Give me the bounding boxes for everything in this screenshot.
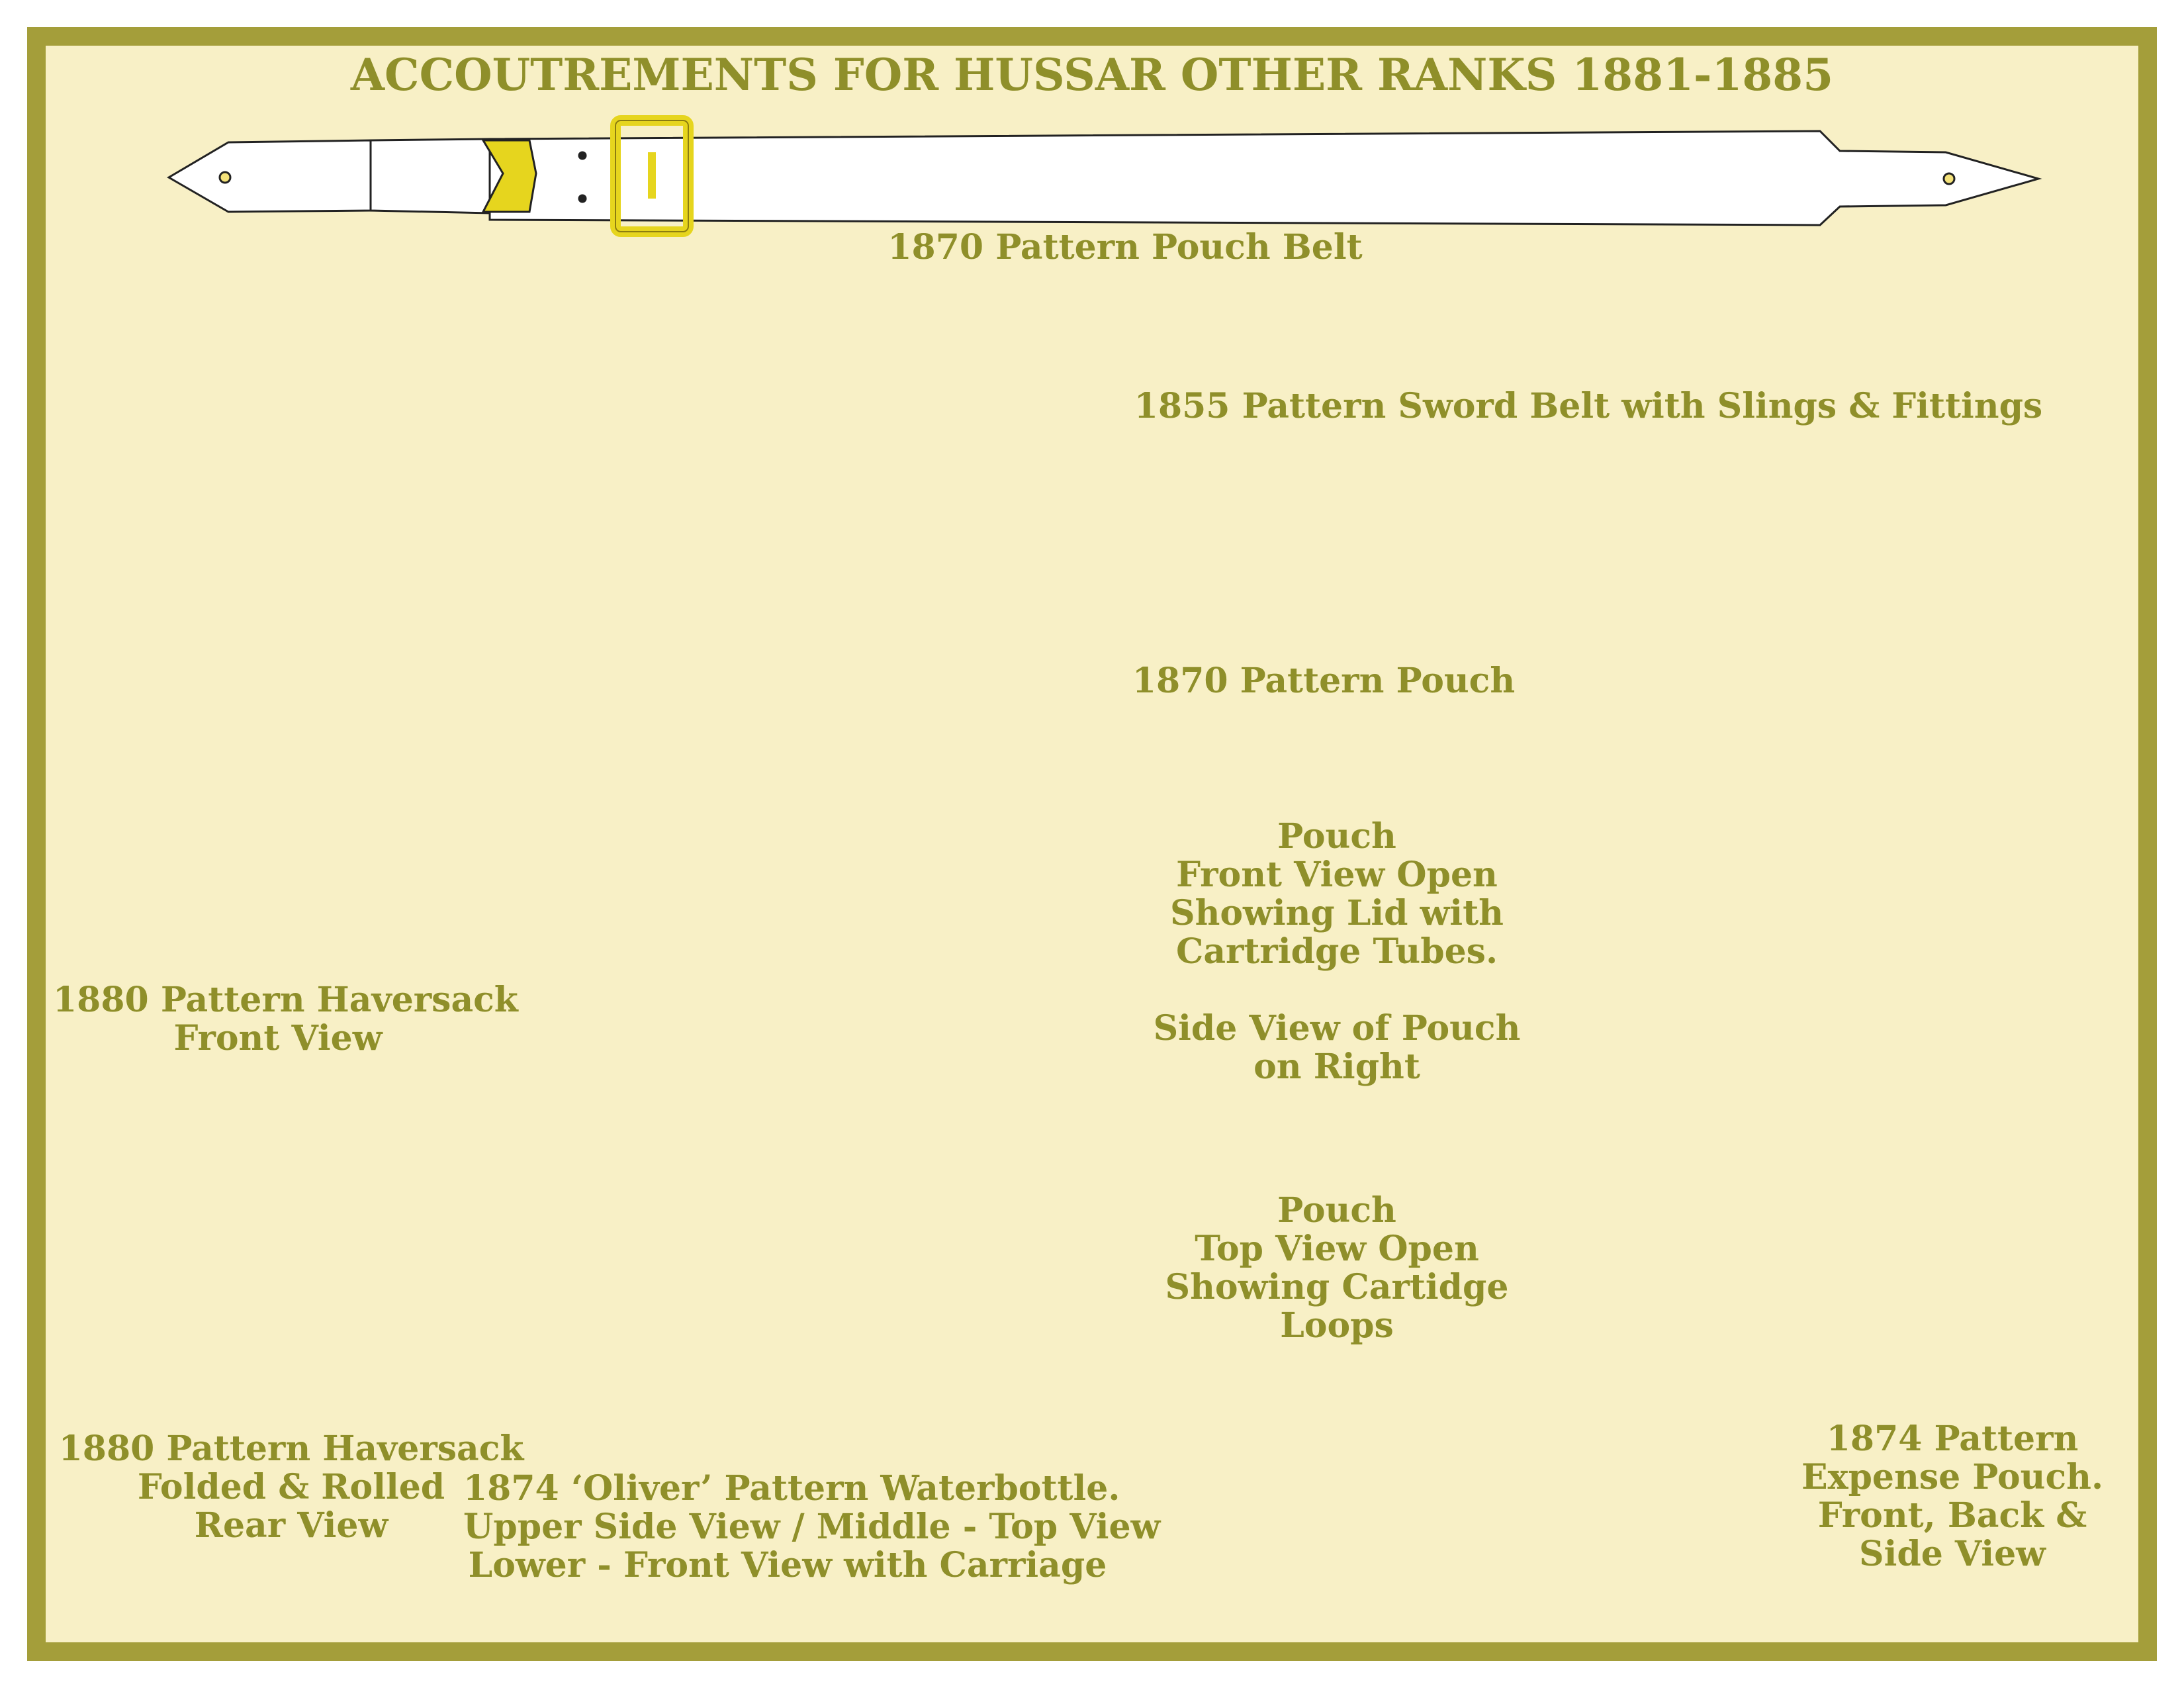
plate-background [27,27,2157,1661]
label-pouch-top: Pouch Top View Open Showing Cartidge Loo… [1165,1190,1509,1346]
label-pouch-belt: 1870 Pattern Pouch Belt [887,227,1363,267]
label-haversack-front: 1880 Pattern Haversack Front View [53,980,518,1058]
label-expense-pouch: 1874 Pattern Expense Pouch. Front, Back … [1801,1419,2104,1574]
page-title: ACCOUTREMENTS FOR HUSSAR OTHER RANKS 188… [350,49,1834,101]
pouch-belt-drawing [167,115,2042,237]
label-pouch: 1870 Pattern Pouch [1132,661,1516,701]
label-sword-belt: 1855 Pattern Sword Belt with Slings & Fi… [1134,386,2043,426]
label-haversack-rolled: 1880 Pattern Haversack Folded & Rolled R… [58,1429,524,1546]
label-pouch-open: Pouch Front View Open Showing Lid with C… [1153,816,1521,1087]
label-waterbottle: 1874 ‘Oliver’ Pattern Waterbottle. Upper… [463,1468,1161,1585]
